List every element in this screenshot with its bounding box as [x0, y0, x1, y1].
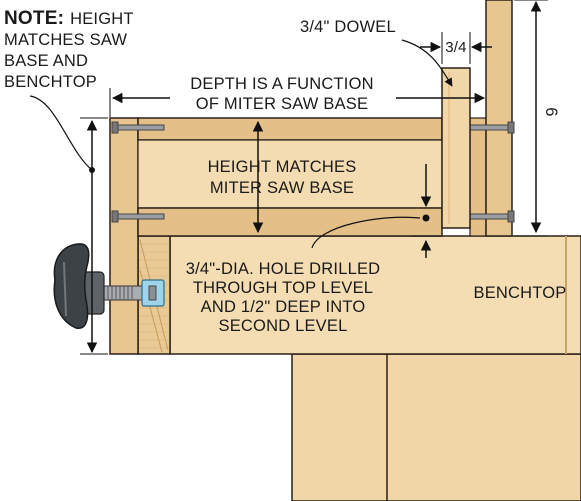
screw-top-left [111, 121, 165, 134]
front-board [109, 117, 139, 355]
depth-label: DEPTH IS A FUNCTION OF MITER SAW BASE [170, 72, 396, 116]
svg-text:SECOND LEVEL: SECOND LEVEL [219, 317, 348, 335]
svg-text:DEPTH IS A FUNCTION: DEPTH IS A FUNCTION [190, 75, 374, 93]
stand-frame [137, 117, 487, 237]
dowel-width-dimension [420, 32, 492, 64]
svg-text:NOTE:HEIGHT: NOTE:HEIGHT [4, 8, 134, 29]
svg-text:BENCHTOP: BENCHTOP [4, 73, 97, 91]
note-leader [29, 95, 93, 171]
note-label: NOTE:HEIGHT MATCHES SAW BASE AND BENCHTO… [4, 8, 134, 91]
svg-text:AND 1/2" DEEP INTO: AND 1/2" DEEP INTO [201, 298, 366, 316]
rear-upright [485, 0, 513, 237]
hole-marker-dot [422, 214, 430, 222]
hole-leader [311, 216, 421, 249]
dowel-leader [401, 39, 453, 87]
svg-text:THROUGH TOP LEVEL: THROUGH TOP LEVEL [193, 279, 373, 297]
knob-handle [53, 243, 90, 329]
svg-text:BASE AND: BASE AND [4, 52, 88, 70]
six-inch-value: 6 [542, 107, 560, 116]
screw-bottom-left [111, 210, 165, 223]
svg-text:HEIGHT MATCHES: HEIGHT MATCHES [208, 158, 357, 176]
dowel-width-value: 3/4 [445, 39, 466, 56]
left-height-dimension [80, 117, 108, 355]
dowel-label: 3/4" DOWEL [300, 18, 396, 36]
six-inch-dimension [514, 0, 548, 237]
benchtop-label: BENCHTOP [474, 284, 567, 302]
height-matches-label: HEIGHT MATCHES MITER SAW BASE [208, 158, 357, 197]
svg-text:3/4"-DIA. HOLE DRILLED: 3/4"-DIA. HOLE DRILLED [186, 260, 381, 278]
svg-text:MATCHES SAW: MATCHES SAW [4, 31, 127, 49]
svg-text:MITER SAW BASE: MITER SAW BASE [210, 179, 354, 197]
base-cabinet [291, 353, 581, 501]
hole-label: 3/4"-DIA. HOLE DRILLED THROUGH TOP LEVEL… [186, 260, 381, 335]
benchtop [169, 235, 581, 355]
dowel [441, 67, 471, 229]
hole-depth-dimension [412, 164, 440, 258]
svg-text:OF MITER SAW BASE: OF MITER SAW BASE [196, 95, 368, 113]
